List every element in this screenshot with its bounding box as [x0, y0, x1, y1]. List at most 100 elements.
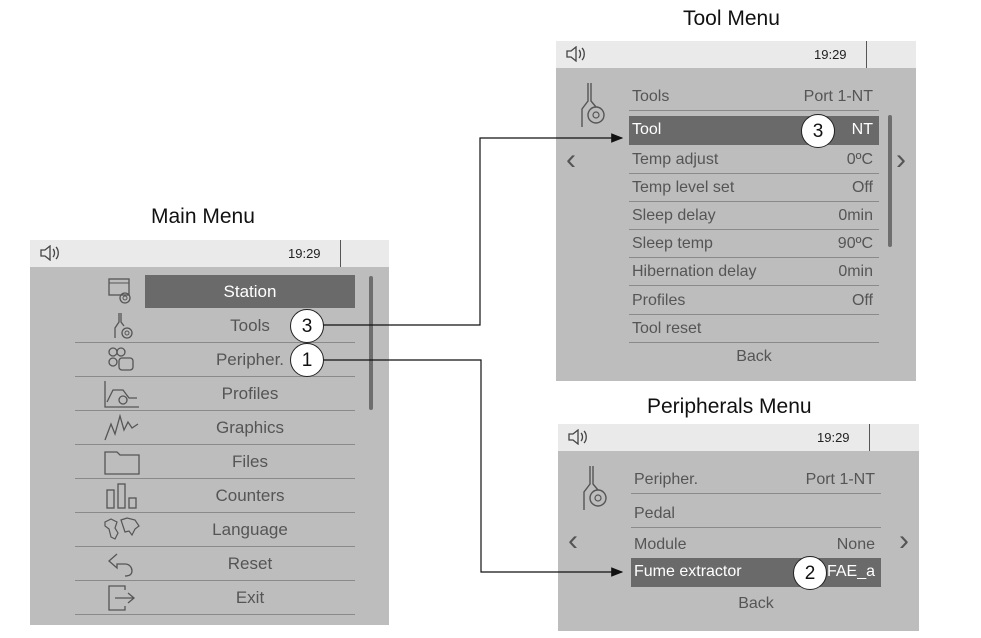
temp-adjust-row[interactable]: Temp adjust 0ºC [629, 146, 879, 174]
back-button[interactable]: Back [631, 590, 881, 617]
previous-arrow-icon[interactable]: ‹ [568, 524, 578, 557]
callout-tools: 3 [290, 309, 324, 343]
menu-item-tools[interactable]: Tools [75, 309, 355, 343]
scrollbar[interactable] [369, 276, 373, 410]
world-map-icon [104, 517, 140, 540]
menu-item-label: Reset [227, 554, 273, 573]
peripherals-menu-title: Peripherals Menu [647, 395, 812, 418]
row-value: None [836, 536, 875, 553]
menu-item-label: Language [212, 520, 288, 539]
selection-highlight [145, 275, 355, 308]
reset-icon [108, 553, 133, 577]
sleep-temp-row[interactable]: Sleep temp 90ºC [629, 230, 879, 258]
back-button[interactable]: Back [629, 343, 879, 370]
sleep-delay-row[interactable]: Sleep delay 0min [629, 202, 879, 230]
status-divider [340, 240, 341, 267]
counters-icon [106, 483, 137, 509]
clock: 19:29 [817, 430, 850, 445]
speaker-icon [40, 245, 59, 261]
tool-icon [581, 83, 605, 127]
status-bar: 19:29 [558, 424, 919, 451]
next-arrow-icon[interactable]: › [899, 524, 909, 557]
clock: 19:29 [814, 47, 847, 62]
menu-item-exit[interactable]: Exit [75, 581, 355, 615]
row-value: NT [851, 121, 873, 138]
menu-item-station[interactable]: Station [75, 275, 355, 308]
header-label: Tools [632, 88, 670, 105]
exit-icon [108, 585, 136, 611]
row-value: 0ºC [846, 151, 873, 168]
peripherals-icon [108, 347, 134, 371]
row-value: 0min [838, 263, 873, 280]
row-label: Tool reset [632, 320, 702, 337]
previous-arrow-icon[interactable]: ‹ [566, 143, 576, 176]
tool-menu-title: Tool Menu [683, 7, 780, 30]
status-divider [869, 424, 870, 451]
next-arrow-icon[interactable]: › [896, 143, 906, 176]
row-label: Hibernation delay [632, 263, 757, 280]
row-label: Fume extractor [634, 563, 742, 580]
menu-item-label: Peripher. [215, 350, 285, 369]
row-label: Pedal [634, 505, 675, 522]
hibernation-delay-row[interactable]: Hibernation delay 0min [629, 258, 879, 286]
menu-item-label: Graphics [215, 418, 285, 437]
back-label: Back [738, 595, 774, 612]
peripherals-menu-header: Peripher. Port 1-NT [631, 466, 881, 494]
header-value: Port 1-NT [805, 471, 875, 488]
temp-level-set-row[interactable]: Temp level set Off [629, 174, 879, 202]
pedal-row[interactable]: Pedal [631, 500, 881, 528]
tool-menu-header: Tools Port 1-NT [629, 83, 879, 111]
row-label: Sleep delay [632, 207, 716, 224]
graphics-icon [104, 414, 139, 441]
menu-item-files[interactable]: Files [75, 445, 355, 479]
row-value: Off [851, 179, 873, 196]
row-label: Module [634, 536, 687, 553]
tool-reset-row[interactable]: Tool reset [629, 315, 879, 343]
status-bar: 19:29 [30, 240, 389, 267]
row-value: FAE_a [826, 563, 875, 580]
row-label: Temp adjust [632, 151, 719, 168]
menu-item-graphics[interactable]: Graphics [75, 411, 355, 445]
menu-item-counters[interactable]: Counters [75, 479, 355, 513]
menu-item-label: Profiles [221, 384, 279, 403]
profiles-icon [104, 381, 139, 408]
main-menu-title: Main Menu [151, 205, 255, 228]
profiles-row[interactable]: Profiles Off [629, 287, 879, 315]
menu-item-profiles[interactable]: Profiles [75, 377, 355, 411]
station-icon [108, 278, 131, 304]
tool-icon [583, 466, 607, 510]
row-label: Tool [632, 121, 662, 138]
peripherals-menu-screen: 19:29 ‹ › Peripher. Port 1-NT Pedal Modu… [558, 424, 919, 631]
header-label: Peripher. [634, 471, 699, 488]
scrollbar[interactable] [888, 115, 892, 247]
row-value: Off [851, 292, 873, 309]
tool-row[interactable]: Tool NT [629, 116, 879, 145]
menu-item-label: Files [232, 452, 268, 471]
tools-to-tool-menu-arrow [323, 133, 624, 326]
row-value: 90ºC [837, 235, 873, 252]
status-bar: 19:29 [556, 41, 916, 68]
callout-peripher: 1 [290, 343, 324, 377]
tool-icon [114, 313, 133, 339]
tool-menu-screen: 19:29 ‹ › Tools Port 1-NT Tool NT Temp a… [556, 41, 916, 381]
back-label: Back [736, 348, 772, 365]
row-label: Profiles [632, 292, 686, 309]
main-menu-screen: 19:29 Station Tools Peripher. [30, 240, 389, 625]
menu-item-label: Station [223, 282, 277, 301]
callout-fume-row: 2 [793, 556, 827, 590]
status-divider [866, 41, 867, 68]
clock: 19:29 [288, 246, 321, 261]
row-value: 0min [838, 207, 873, 224]
fume-extractor-row[interactable]: Fume extractor FAE_a [631, 558, 881, 587]
row-label: Sleep temp [632, 235, 713, 252]
menu-item-peripher[interactable]: Peripher. [75, 343, 355, 377]
menu-item-reset[interactable]: Reset [75, 547, 355, 581]
row-label: Temp level set [632, 179, 735, 196]
menu-item-label: Tools [230, 316, 270, 335]
speaker-icon [568, 429, 587, 445]
peripher-to-fume-extractor-arrow [323, 359, 624, 577]
menu-item-language[interactable]: Language [75, 513, 355, 547]
menu-item-label: Counters [215, 486, 285, 505]
callout-tool-row: 3 [801, 114, 835, 148]
